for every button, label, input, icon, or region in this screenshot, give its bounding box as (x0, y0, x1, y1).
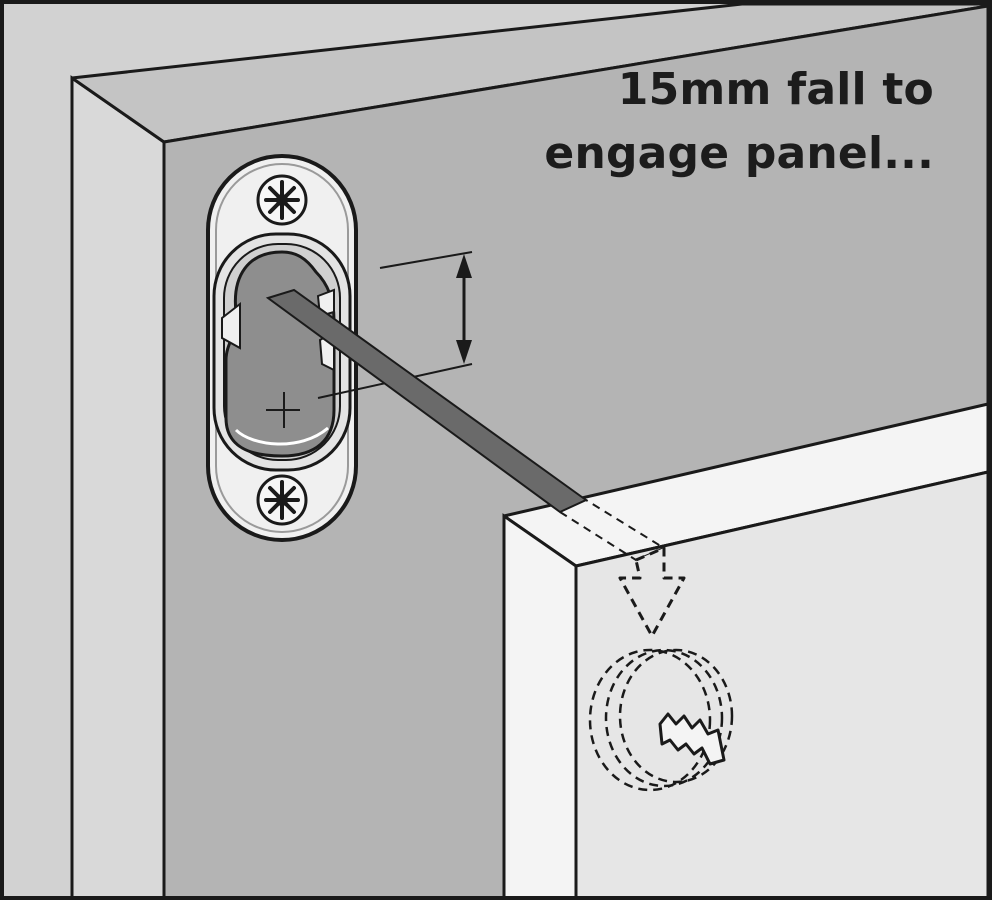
cabinet-front-edge (70, 75, 166, 900)
caption-line-1: 15mm fall to (617, 64, 934, 115)
connector-bolt-icon (658, 712, 726, 766)
dashed-down-arrow-icon (618, 546, 686, 638)
connector-ring-mid (604, 648, 724, 788)
dimension-arrow-up (456, 254, 472, 278)
connector-ring-front (618, 648, 734, 784)
connector-ring-back (588, 648, 712, 792)
door-side-edge (502, 513, 578, 900)
keyhole-hanging-bracket-icon (206, 154, 358, 542)
dimension-arrow-down (456, 340, 472, 364)
dimension-ext-top (379, 251, 473, 269)
screw-bottom-hub (276, 494, 288, 506)
caption-line-2: engage panel... (544, 128, 934, 179)
cross-head-screw-icon (256, 174, 308, 526)
dashed-cam-connector-icon (588, 648, 734, 792)
instruction-caption: 15mm fall to engage panel... (544, 58, 934, 186)
connector-bolt (658, 712, 726, 766)
keyhole-slot (224, 250, 336, 458)
bracket-clip-left (221, 301, 241, 350)
keyhole-shadow (234, 426, 329, 446)
screw-top-hub (276, 194, 288, 206)
